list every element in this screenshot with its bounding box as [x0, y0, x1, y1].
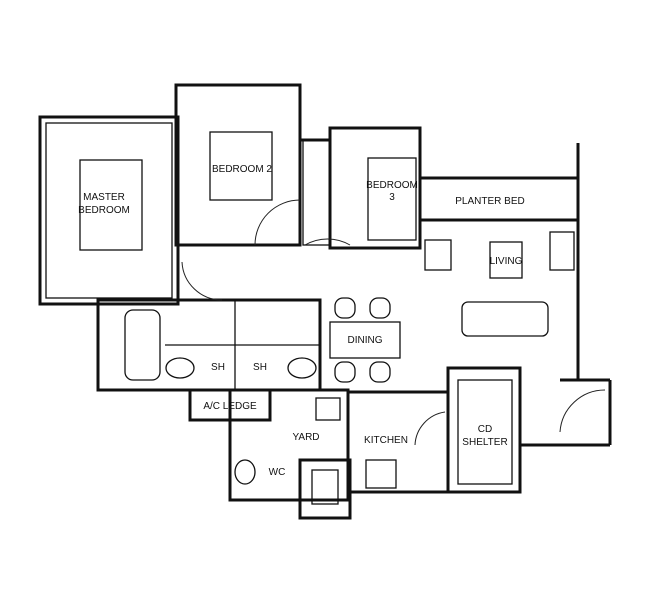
label-planter-bed: PLANTER BED — [455, 196, 524, 207]
label-cd-shelter-1: CD — [478, 424, 492, 435]
label-cd-shelter-2: SHELTER — [462, 437, 507, 448]
label-bedroom-2: BEDROOM 2 — [212, 164, 272, 175]
walls — [38, 83, 612, 520]
label-bedroom-3-2: 3 — [389, 192, 395, 203]
label-kitchen: KITCHEN — [364, 435, 408, 446]
label-sh-2: SH — [253, 362, 267, 373]
label-dining: DINING — [348, 335, 383, 346]
label-living: LIVING — [490, 256, 523, 267]
room-labels: MASTER BEDROOM BEDROOM 2 BEDROOM 3 PLANT… — [78, 164, 525, 478]
label-master-bedroom-1: MASTER — [83, 192, 125, 203]
label-master-bedroom-2: BEDROOM — [78, 205, 130, 216]
label-ac-ledge: A/C LEDGE — [203, 401, 257, 412]
label-sh-1: SH — [211, 362, 225, 373]
label-bedroom-3-1: BEDROOM — [366, 180, 418, 191]
label-yard: YARD — [292, 432, 319, 443]
label-wc: WC — [269, 467, 286, 478]
